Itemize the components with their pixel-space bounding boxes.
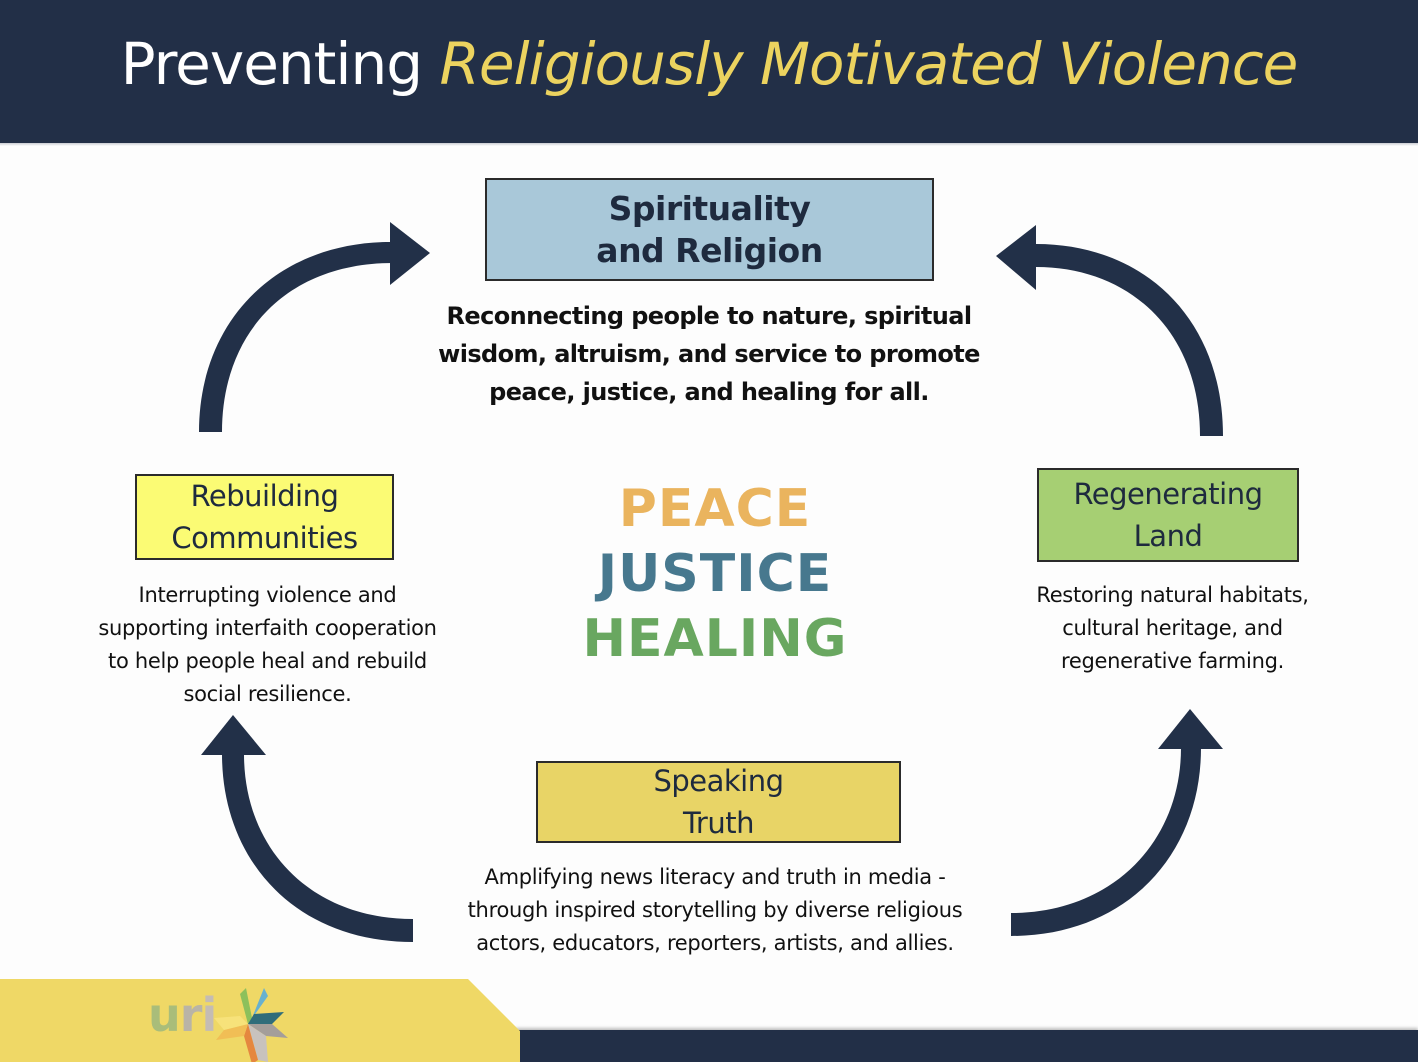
title-plain: Preventing — [120, 30, 423, 98]
uri-logo: uri — [148, 988, 308, 1062]
description-line: regenerative farming. — [1061, 649, 1284, 673]
word-peace: PEACE — [618, 479, 812, 539]
description-line: Amplifying news literacy and truth in me… — [484, 865, 946, 889]
page-title: Preventing Religiously Motivated Violenc… — [0, 30, 1418, 98]
description-line: peace, justice, and healing for all. — [489, 378, 929, 406]
arrow-left-icon — [996, 225, 1223, 436]
node-regenerating-land: Regenerating Land — [1037, 468, 1299, 562]
description-line: actors, educators, reporters, artists, a… — [476, 931, 954, 955]
node-speaking-truth: Speaking Truth — [536, 761, 901, 843]
footer-band-navy — [515, 1030, 1418, 1062]
node-title-line: Truth — [682, 806, 755, 840]
node-title-line: Regenerating — [1073, 476, 1263, 511]
description-line: supporting interfaith cooperation — [98, 616, 437, 640]
node-title-line: Rebuilding — [190, 478, 339, 513]
logo-wordmark: uri — [148, 988, 217, 1042]
description-line: cultural heritage, and — [1062, 616, 1283, 640]
arrow-up-icon — [201, 715, 413, 942]
node-description-speaking: Amplifying news literacy and truth in me… — [420, 861, 1010, 960]
description-line: to help people heal and rebuild — [108, 649, 427, 673]
description-line: Interrupting violence and — [138, 583, 397, 607]
description-line: social resilience. — [183, 682, 352, 706]
description-line: through inspired storytelling by diverse… — [467, 898, 963, 922]
node-rebuilding-communities: Rebuilding Communities — [135, 474, 394, 560]
center-values: PEACE JUSTICE HEALING — [520, 477, 910, 672]
arrow-right-icon — [199, 222, 430, 432]
word-healing: HEALING — [582, 609, 848, 669]
logo-letter: r — [179, 988, 203, 1042]
node-title-line: Land — [1133, 519, 1203, 553]
node-title-line: Communities — [171, 521, 358, 555]
word-justice: JUSTICE — [597, 544, 833, 604]
description-line: wisdom, altruism, and service to promote — [438, 340, 980, 368]
logo-letter: i — [201, 988, 217, 1042]
node-spirituality-religion: Spirituality and Religion — [485, 178, 934, 281]
node-title-line: Speaking — [653, 763, 784, 798]
description-line: Restoring natural habitats, — [1036, 583, 1309, 607]
node-description-rebuilding: Interrupting violence and supporting int… — [60, 579, 475, 711]
logo-letter: u — [148, 988, 181, 1042]
pinwheel-icon — [214, 988, 288, 1062]
node-description-regenerating: Restoring natural habitats, cultural her… — [1000, 579, 1345, 678]
node-title-line: Spirituality — [608, 189, 811, 229]
title-accent: Religiously Motivated Violence — [439, 30, 1299, 98]
node-description-spirituality: Reconnecting people to nature, spiritual… — [420, 297, 998, 411]
title-bar: Preventing Religiously Motivated Violenc… — [0, 0, 1418, 143]
arrow-up-icon — [1011, 709, 1223, 936]
node-title-line: and Religion — [596, 230, 823, 270]
header-divider — [0, 143, 1418, 146]
description-line: Reconnecting people to nature, spiritual — [446, 302, 973, 330]
